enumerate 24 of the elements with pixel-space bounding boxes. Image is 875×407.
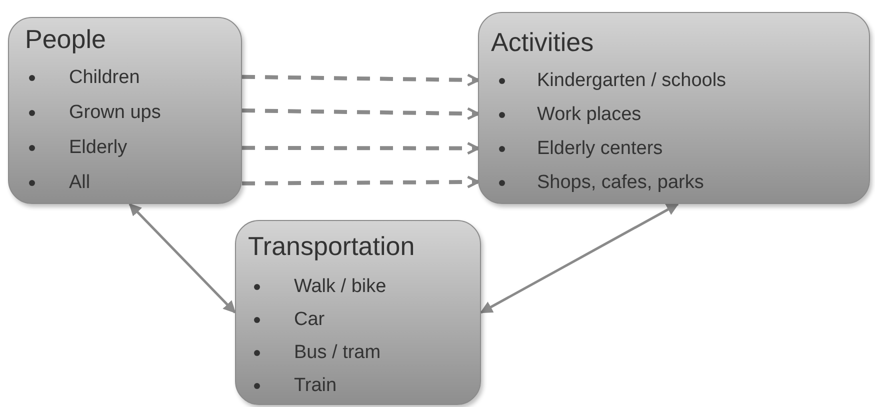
list-item: Work places xyxy=(537,103,642,127)
list-item: All xyxy=(69,171,90,195)
rounded-box xyxy=(478,12,870,204)
double-arrow xyxy=(480,202,680,314)
rounded-box xyxy=(235,220,481,405)
dashed-arrow xyxy=(242,142,480,155)
box-heading: People xyxy=(25,24,106,55)
dashed-arrow xyxy=(242,176,480,188)
list-item: Walk / bike xyxy=(294,275,386,299)
list-item: Car xyxy=(294,308,325,332)
box-heading: Activities xyxy=(491,27,594,58)
double-arrow xyxy=(128,203,236,314)
list-item: Shops, cafes, parks xyxy=(537,171,704,195)
rounded-box xyxy=(8,17,242,204)
dashed-arrow xyxy=(242,107,480,120)
list-item: Train xyxy=(294,374,337,398)
list-item: Children xyxy=(69,66,140,90)
list-item: Elderly centers xyxy=(537,137,663,161)
list-item: Bus / tram xyxy=(294,341,381,365)
list-item: Grown ups xyxy=(69,101,161,125)
box-heading: Transportation xyxy=(248,231,415,262)
list-item: Elderly xyxy=(69,136,128,160)
list-item: Kindergarten / schools xyxy=(537,69,726,93)
dashed-arrow xyxy=(242,74,480,86)
